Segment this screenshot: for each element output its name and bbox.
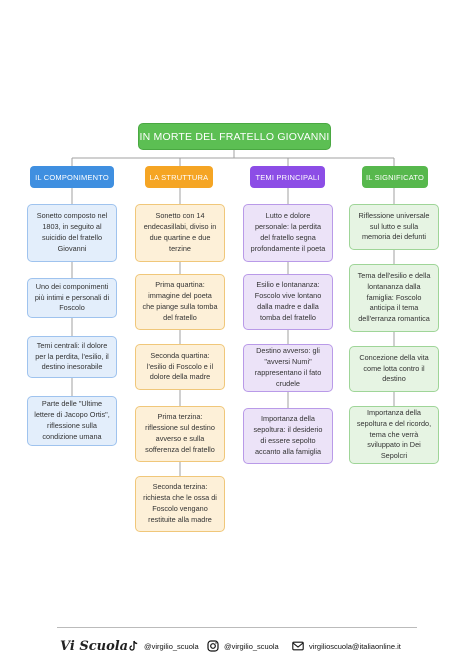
column-header-significato: IL SIGNIFICATO <box>362 166 428 188</box>
tiktok-icon <box>129 640 138 651</box>
temi-card-2: Esilio e lontananza: Foscolo vive lontan… <box>243 274 333 330</box>
column-header-struttura: LA STRUTTURA <box>145 166 213 188</box>
column-header-temi: TEMI PRINCIPALI <box>250 166 325 188</box>
footer-instagram[interactable]: @virgilio_scuola <box>207 638 279 654</box>
struttura-card-2: Prima quartina: immagine del poeta che p… <box>135 274 225 330</box>
column-header-componimento: IL COMPONIMENTO <box>30 166 114 188</box>
temi-card-3: Destino avverso: gli "avversi Numi" rapp… <box>243 344 333 392</box>
struttura-card-1: Sonetto con 14 endecasillabi, diviso in … <box>135 204 225 262</box>
struttura-card-3: Seconda quartina: l'esilio di Foscolo e … <box>135 344 225 390</box>
map-title: IN MORTE DEL FRATELLO GIOVANNI <box>138 123 331 150</box>
significato-card-4: Importanza della sepoltura e del ricordo… <box>349 406 439 464</box>
instagram-handle[interactable]: @virgilio_scuola <box>224 641 279 651</box>
significato-card-3: Concezione della vita come lotta contro … <box>349 346 439 392</box>
footer-email[interactable]: virgilioscuola@italiaonline.it <box>292 638 401 654</box>
struttura-card-4: Prima terzina: riflessione sul destino a… <box>135 406 225 462</box>
mail-icon <box>292 641 304 651</box>
email-address[interactable]: virgilioscuola@italiaonline.it <box>309 641 401 651</box>
componimento-card-3: Temi centrali: il dolore per la perdita,… <box>27 336 117 378</box>
temi-card-4: Importanza della sepoltura: il desiderio… <box>243 408 333 464</box>
footer-tiktok[interactable]: @virgilio_scuola <box>127 638 199 654</box>
struttura-card-5: Seconda terzina: richiesta che le ossa d… <box>135 476 225 532</box>
tiktok-handle[interactable]: @virgilio_scuola <box>144 641 199 651</box>
componimento-card-1: Sonetto composto nel 1803, in seguito al… <box>27 204 117 262</box>
componimento-card-2: Uno dei componimenti più intimi e person… <box>27 278 117 318</box>
componimento-card-4: Parte delle "Ultime lettere di Jacopo Or… <box>27 396 117 446</box>
brand-logo: Vi Scuola <box>60 638 129 654</box>
instagram-icon <box>207 640 219 652</box>
temi-card-1: Lutto e dolore personale: la perdita del… <box>243 204 333 262</box>
footer-divider <box>57 627 417 628</box>
significato-card-1: Riflessione universale sul lutto e sulla… <box>349 204 439 250</box>
significato-card-2: Tema dell'esilio e della lontananza dall… <box>349 264 439 332</box>
